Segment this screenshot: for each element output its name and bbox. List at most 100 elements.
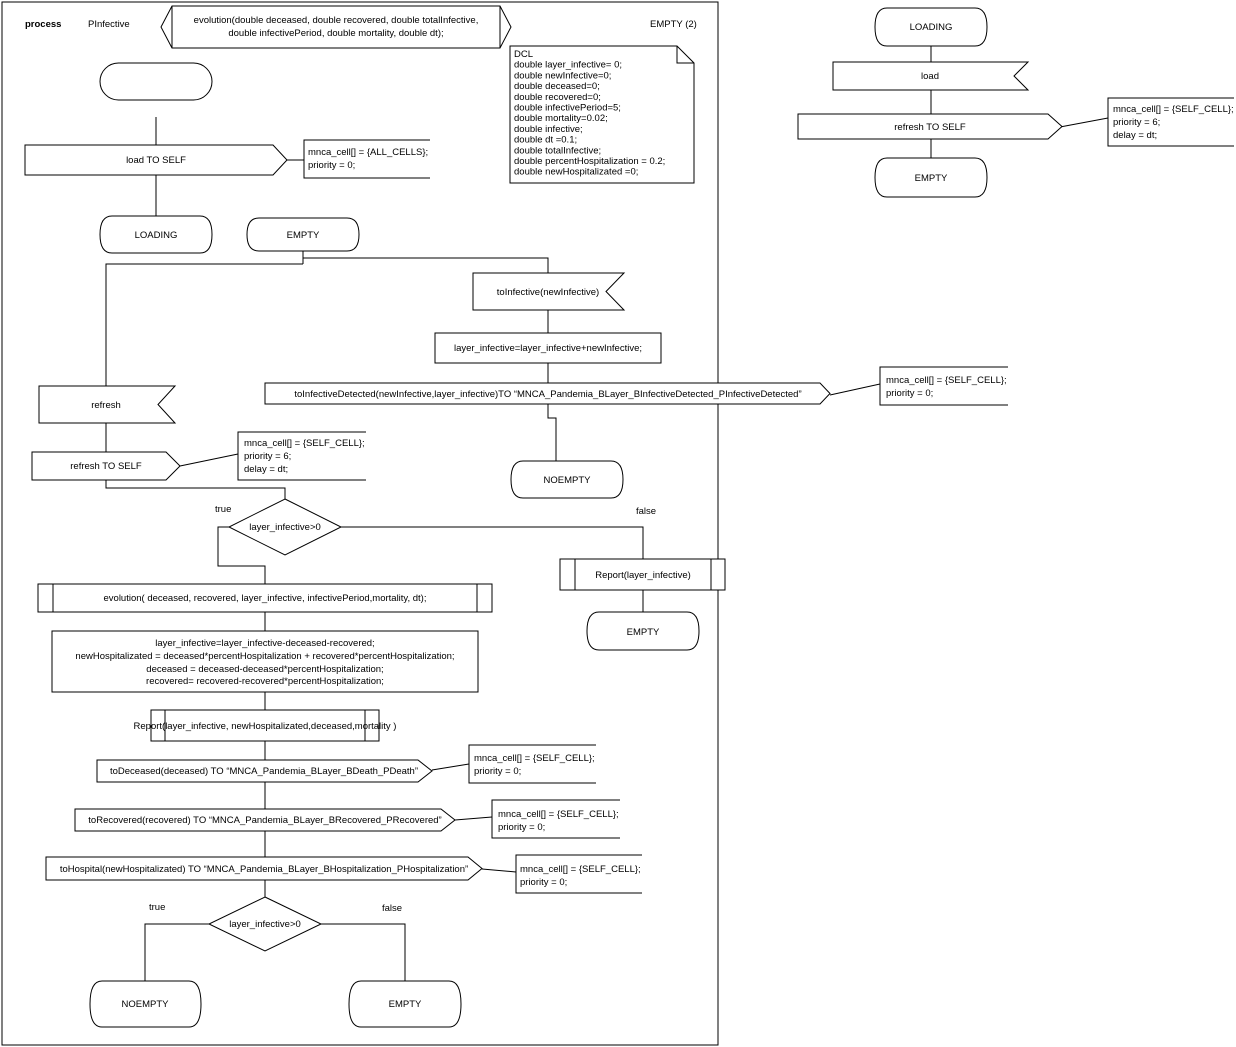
noempty-state-label: NOEMPTY (544, 475, 592, 486)
comment-line: priority = 0; (886, 388, 933, 399)
load-output-label: load TO SELF (126, 155, 186, 166)
comment-line: priority = 0; (308, 160, 355, 171)
decision-2-condition: layer_infective>0 (229, 919, 301, 930)
loading-process-empty-state: EMPTY (874, 157, 988, 198)
load-output-signal: load TO SELF (24, 144, 288, 176)
decision-1-true-label: true (215, 504, 231, 515)
to-infective-label: toInfective(newInfective) (497, 287, 599, 298)
decision-1-condition: layer_infective>0 (249, 522, 321, 533)
to-infective-detected-label: toInfectiveDetected(newInfective,layer_i… (294, 389, 801, 400)
noempty-end-label: NOEMPTY (122, 999, 170, 1010)
load-comment: mnca_cell[] = {ALL_CELLS}; priority = 0; (303, 139, 430, 179)
refresh-input-label: refresh (91, 400, 121, 411)
loading-process-empty-label: EMPTY (915, 173, 948, 184)
report-infective-procedure-call: Report(layer_infective) (559, 558, 726, 591)
procedure-declaration: evolution(double deceased, double recove… (160, 5, 512, 49)
false-branch-empty-label: EMPTY (627, 627, 660, 638)
to-recovered-comment: mnca_cell[] = {SELF_CELL}; priority = 0; (491, 799, 620, 839)
loading-refresh-output-signal: refresh TO SELF (797, 113, 1063, 140)
report-infective-label: Report(layer_infective) (595, 570, 691, 581)
dcl-line: double mortality=0.02; (514, 113, 608, 124)
connector-lines (105, 46, 1109, 981)
to-hospital-comment: mnca_cell[] = {SELF_CELL}; priority = 0; (515, 854, 642, 894)
noempty-state: NOEMPTY (510, 460, 624, 499)
dcl-line: double layer_infective= 0; (514, 60, 622, 71)
procedure-signature-line-2: double infectivePeriod, double mortality… (228, 28, 443, 39)
empty-state-label: EMPTY (287, 230, 320, 241)
dcl-line: double totalInfective; (514, 145, 601, 156)
dcl-line: double dt =0.1; (514, 135, 577, 146)
comment-line: delay = dt; (1113, 130, 1157, 141)
to-deceased-output-signal: toDeceased(deceased) TO “MNCA_Pandemia_B… (96, 759, 433, 783)
dcl-note: DCL double layer_infective= 0; double ne… (509, 45, 695, 184)
decision-1: layer_infective>0 (227, 498, 343, 556)
task-line: recovered= recovered-recovered*percentHo… (146, 676, 384, 687)
refresh-output-label: refresh TO SELF (70, 461, 142, 472)
dcl-line: DCL (514, 49, 533, 60)
decision-2-false-label: false (382, 903, 402, 914)
refresh-input-signal: refresh (38, 385, 177, 424)
comment-line: mnca_cell[] = {SELF_CELL}; (244, 438, 365, 449)
comment-line: priority = 0; (520, 877, 567, 888)
infective-update-task: layer_infective=layer_infective+newInfec… (434, 332, 662, 364)
empty-state: EMPTY (246, 217, 360, 252)
load-input-signal: load (832, 61, 1030, 91)
loading-state-label: LOADING (135, 230, 178, 241)
load-input-label: load (921, 71, 939, 82)
task-line: deceased = deceased-deceased*percentHosp… (146, 664, 383, 675)
dcl-line: double infectivePeriod=5; (514, 103, 621, 114)
decision-2-true-label: true (149, 902, 165, 913)
dcl-line: double percentHospitalization = 0.2; (514, 156, 665, 167)
dcl-line: double recovered=0; (514, 92, 601, 103)
comment-line: priority = 6; (244, 451, 291, 462)
dcl-line: double newInfective=0; (514, 70, 611, 81)
comment-line: delay = dt; (244, 464, 288, 475)
comment-line: mnca_cell[] = {SELF_CELL}; (520, 864, 641, 875)
empty-end-state: EMPTY (348, 980, 462, 1028)
loading-refresh-comment: mnca_cell[] = {SELF_CELL}; priority = 6;… (1107, 97, 1234, 147)
report-procedure-call: Report(layer_infective, newHospitalizate… (134, 709, 397, 742)
evolution-procedure-call: evolution( deceased, recovered, layer_in… (37, 583, 493, 613)
loading-state: LOADING (99, 215, 213, 254)
refresh-comment: mnca_cell[] = {SELF_CELL}; priority = 6;… (237, 431, 366, 481)
loading-process-state-label: LOADING (910, 22, 953, 33)
to-infective-detected-comment: mnca_cell[] = {SELF_CELL}; priority = 0; (879, 366, 1008, 406)
false-branch-empty-state: EMPTY (586, 611, 700, 651)
to-infective-detected-output-signal: toInfectiveDetected(newInfective,layer_i… (264, 382, 831, 405)
start-symbol (99, 62, 213, 101)
compute-task: layer_infective=layer_infective-deceased… (51, 630, 479, 693)
process-keyword: process (25, 19, 61, 30)
to-hospital-output-signal: toHospital(newHospitalizated) TO “MNCA_P… (45, 856, 483, 881)
to-recovered-label: toRecovered(recovered) TO “MNCA_Pandemia… (88, 815, 441, 826)
loading-refresh-output-label: refresh TO SELF (894, 122, 966, 133)
comment-line: mnca_cell[] = {SELF_CELL}; (1113, 104, 1234, 115)
comment-line: mnca_cell[] = {SELF_CELL}; (474, 753, 595, 764)
task-line: layer_infective=layer_infective-deceased… (155, 638, 374, 649)
to-deceased-label: toDeceased(deceased) TO “MNCA_Pandemia_B… (110, 766, 418, 777)
loading-process-state: LOADING (874, 7, 988, 47)
procedure-signature-line-1: evolution(double deceased, double recove… (194, 15, 479, 26)
comment-line: mnca_cell[] = {SELF_CELL}; (886, 375, 1007, 386)
noempty-end-state: NOEMPTY (89, 980, 202, 1028)
dcl-line: double deceased=0; (514, 81, 600, 92)
decision-2: layer_infective>0 (207, 896, 323, 952)
report-call-label: Report(layer_infective, newHospitalizate… (134, 721, 397, 732)
dcl-line: double newHospitalizated =0; (514, 167, 638, 178)
to-hospital-label: toHospital(newHospitalizated) TO “MNCA_P… (60, 864, 468, 875)
comment-line: mnca_cell[] = {SELF_CELL}; (498, 809, 619, 820)
to-infective-input-signal: toInfective(newInfective) (472, 272, 626, 311)
comment-line: priority = 0; (498, 822, 545, 833)
page-label: EMPTY (2) (650, 19, 697, 30)
to-deceased-comment: mnca_cell[] = {SELF_CELL}; priority = 0; (468, 744, 596, 784)
infective-update-label: layer_infective=layer_infective+newInfec… (454, 343, 642, 354)
refresh-output-signal: refresh TO SELF (31, 451, 181, 481)
to-recovered-output-signal: toRecovered(recovered) TO “MNCA_Pandemia… (74, 808, 456, 832)
dcl-line: double infective; (514, 124, 583, 135)
evolution-call-label: evolution( deceased, recovered, layer_in… (104, 593, 427, 604)
decision-1-false-label: false (636, 506, 656, 517)
task-line: newHospitalizated = deceased*percentHosp… (75, 651, 454, 662)
comment-line: mnca_cell[] = {ALL_CELLS}; (308, 147, 428, 158)
process-name: PInfective (88, 19, 130, 30)
comment-line: priority = 6; (1113, 117, 1160, 128)
